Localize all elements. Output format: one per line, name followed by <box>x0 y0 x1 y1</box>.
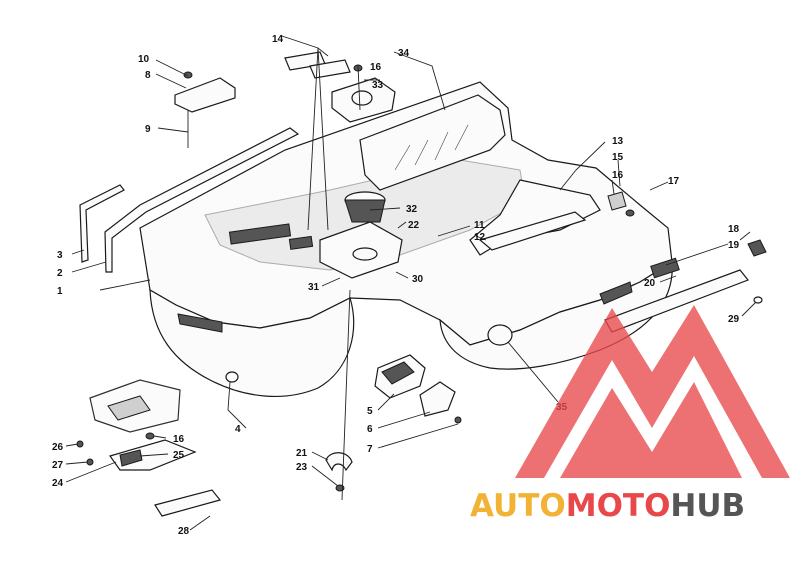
leader-lines <box>65 35 757 531</box>
lower-left-skid-assembly <box>76 379 222 517</box>
automotohub-wordmark: AUTOMOTOHUB <box>470 488 745 524</box>
callout-33: 33 <box>372 80 384 91</box>
callout-1: 1 <box>57 286 63 297</box>
callout-26: 26 <box>52 442 64 453</box>
callout-19: 19 <box>728 240 740 251</box>
callout-16-lower: 16 <box>173 434 185 445</box>
callout-10: 10 <box>138 54 150 65</box>
callout-29: 29 <box>728 314 740 325</box>
automotohub-logo-icon <box>515 305 790 478</box>
callout-14: 14 <box>272 34 284 45</box>
callout-8: 8 <box>145 70 151 81</box>
callout-2: 2 <box>57 268 63 279</box>
callout-13: 13 <box>612 136 624 147</box>
callout-18: 18 <box>728 224 740 235</box>
callout-34: 34 <box>398 48 410 59</box>
callout-9: 9 <box>145 124 151 135</box>
callout-labels: 1 2 3 4 5 6 7 8 9 10 11 12 13 14 15 16 1… <box>52 34 740 537</box>
callout-28: 28 <box>178 526 190 537</box>
callout-7: 7 <box>367 444 373 455</box>
callout-21: 21 <box>296 448 308 459</box>
callout-32: 32 <box>406 204 418 215</box>
callout-17: 17 <box>668 176 680 187</box>
callout-4: 4 <box>235 424 241 435</box>
callout-11: 11 <box>474 220 485 231</box>
callout-24: 24 <box>52 478 64 489</box>
wordmark-hub: HUB <box>670 488 746 524</box>
wordmark-auto: AUTO <box>470 488 566 524</box>
rear-components <box>478 191 767 333</box>
callout-31: 31 <box>308 282 320 293</box>
shift-boot-assembly <box>319 191 403 279</box>
callout-15: 15 <box>612 152 624 163</box>
mount-bracket <box>174 71 236 148</box>
callout-16-rear: 16 <box>612 170 624 181</box>
callout-25: 25 <box>173 450 185 461</box>
callout-20: 20 <box>644 278 656 289</box>
callout-16-top: 16 <box>370 62 382 73</box>
hose-clip-assembly <box>325 452 353 492</box>
top-plates <box>284 51 396 123</box>
tail-lamp-assembly <box>374 354 462 424</box>
callout-27: 27 <box>52 460 64 471</box>
wordmark-moto: MOTO <box>565 488 671 524</box>
callout-12: 12 <box>474 232 486 243</box>
callout-5: 5 <box>367 406 373 417</box>
front-trim-strips <box>79 127 300 273</box>
callout-3: 3 <box>57 250 63 261</box>
callout-30: 30 <box>412 274 424 285</box>
callout-22: 22 <box>408 220 420 231</box>
callout-23: 23 <box>296 462 308 473</box>
callout-6: 6 <box>367 424 373 435</box>
